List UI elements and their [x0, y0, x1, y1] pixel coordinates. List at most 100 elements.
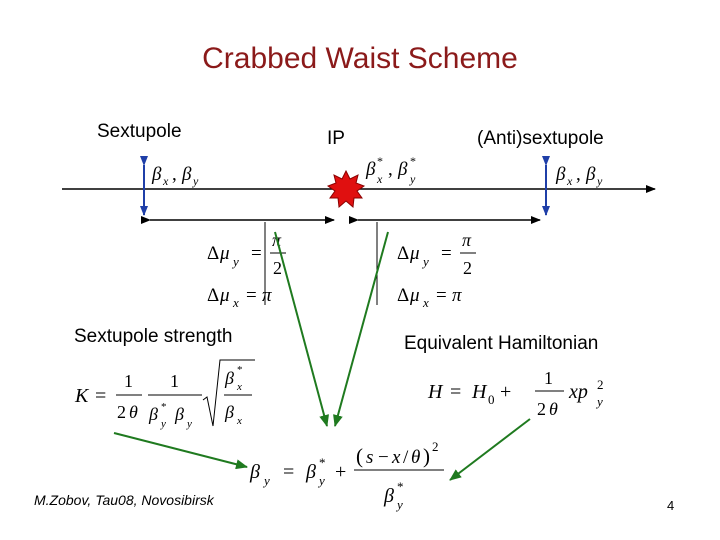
svg-text:Δ: Δ	[207, 285, 219, 306]
svg-text:2: 2	[463, 258, 472, 278]
equivalent-hamiltonian-label: Equivalent Hamiltonian	[404, 333, 599, 354]
svg-text:=: =	[450, 381, 461, 403]
svg-text:x: x	[566, 174, 573, 188]
svg-text:−: −	[378, 447, 389, 468]
beta-right-eq: β x , β y	[555, 164, 603, 188]
svg-text:): )	[423, 444, 430, 468]
svg-text:β: β	[397, 159, 408, 180]
svg-text:,: ,	[576, 164, 581, 185]
svg-text:x: x	[376, 172, 383, 186]
svg-text:y: y	[262, 473, 270, 488]
svg-text:x: x	[162, 174, 169, 188]
svg-text:y: y	[596, 174, 603, 188]
svg-text:/: /	[403, 447, 409, 468]
svg-text:1: 1	[170, 371, 179, 391]
slide-title: Crabbed Waist Scheme	[202, 42, 518, 75]
svg-text:*: *	[397, 479, 404, 494]
svg-text:β: β	[365, 159, 376, 180]
svg-text:=: =	[283, 461, 294, 483]
svg-text:(: (	[356, 444, 363, 468]
svg-text:π: π	[452, 285, 462, 306]
svg-text:=: =	[441, 243, 452, 264]
svg-text:H: H	[471, 381, 488, 403]
svg-text:y: y	[160, 418, 166, 430]
svg-text:β: β	[148, 404, 158, 424]
sextupole-strength-label: Sextupole strength	[74, 326, 233, 347]
svg-text:=: =	[436, 285, 447, 306]
svg-text:*: *	[161, 401, 167, 413]
svg-text:β: β	[305, 461, 316, 483]
svg-text:*: *	[410, 154, 416, 168]
svg-text:2: 2	[537, 399, 546, 419]
svg-text:H: H	[427, 381, 444, 403]
svg-text:y: y	[595, 394, 603, 409]
svg-text:y: y	[395, 497, 403, 512]
phase-left-y-eq: Δ μ y = π 2	[207, 230, 286, 278]
svg-text:μ: μ	[219, 243, 230, 264]
svg-text:μ: μ	[219, 285, 230, 306]
green-arrow-right	[333, 231, 389, 427]
green-arrow-hamiltonian	[449, 418, 531, 481]
svg-text:β: β	[151, 164, 162, 185]
phase-left-x-eq: Δ μ x = π	[207, 285, 272, 310]
sextupole-label: Sextupole	[97, 121, 182, 142]
beta-left-eq: β x , β y	[151, 164, 199, 188]
phase-right-y-eq: Δ μ y = π 2	[397, 230, 476, 278]
svg-text:y: y	[192, 174, 199, 188]
svg-text:1: 1	[544, 368, 553, 388]
svg-text:β: β	[585, 164, 596, 185]
svg-text:2: 2	[597, 377, 604, 392]
svg-text:=: =	[95, 385, 106, 407]
svg-text:2: 2	[117, 402, 126, 422]
svg-text:β: β	[224, 402, 234, 422]
svg-text:*: *	[319, 455, 326, 470]
svg-text:x: x	[236, 381, 242, 393]
beta-ip-eq: β * x , β * y	[365, 154, 416, 186]
sextupole-k-eq: K = 1 2 θ 1 β * y β y β * x β x	[74, 359, 255, 430]
svg-text:x: x	[236, 415, 242, 427]
svg-text:β: β	[555, 164, 566, 185]
svg-text:y: y	[421, 254, 429, 269]
svg-text:μ: μ	[409, 285, 420, 306]
svg-text:β: β	[224, 368, 234, 388]
svg-text:*: *	[237, 364, 243, 376]
svg-text:μ: μ	[409, 243, 420, 264]
svg-text:β: β	[174, 404, 184, 424]
svg-text:y: y	[186, 418, 192, 430]
svg-text:+: +	[500, 381, 511, 403]
svg-text:*: *	[377, 154, 383, 168]
svg-text:Δ: Δ	[207, 243, 219, 264]
svg-text:y: y	[317, 473, 325, 488]
svg-text:Δ: Δ	[397, 285, 409, 306]
svg-text:β: β	[181, 164, 192, 185]
svg-text:y: y	[231, 254, 239, 269]
ip-label: IP	[327, 128, 345, 149]
svg-text:θ: θ	[549, 399, 558, 419]
page-number: 4	[667, 498, 675, 513]
beta-y-modified-eq: β y = β * y + ( s − x / θ ) 2 β * y	[249, 439, 444, 512]
footer-text: M.Zobov, Tau08, Novosibirsk	[34, 492, 214, 508]
svg-text:+: +	[335, 461, 346, 483]
green-arrow-left	[274, 231, 329, 427]
svg-text:Δ: Δ	[397, 243, 409, 264]
svg-text:x: x	[422, 295, 429, 310]
green-arrow-k	[113, 432, 248, 470]
phase-right-x-eq: Δ μ x = π	[397, 285, 462, 310]
svg-text:1: 1	[124, 371, 133, 391]
svg-text:xp: xp	[568, 381, 588, 403]
svg-text:,: ,	[388, 159, 393, 180]
svg-text:β: β	[383, 485, 394, 507]
svg-text:y: y	[409, 172, 416, 186]
svg-text:0: 0	[488, 392, 495, 407]
svg-text:θ: θ	[129, 402, 138, 422]
svg-text:2: 2	[432, 439, 439, 454]
svg-text:θ: θ	[411, 447, 420, 468]
svg-text:s: s	[366, 447, 373, 468]
svg-text:=: =	[251, 243, 262, 264]
antisextupole-label: (Anti)sextupole	[477, 128, 604, 149]
hamiltonian-eq: H = H 0 + 1 2 θ xp 2 y	[427, 368, 604, 419]
svg-text:=: =	[246, 285, 257, 306]
svg-text:β: β	[249, 461, 260, 483]
